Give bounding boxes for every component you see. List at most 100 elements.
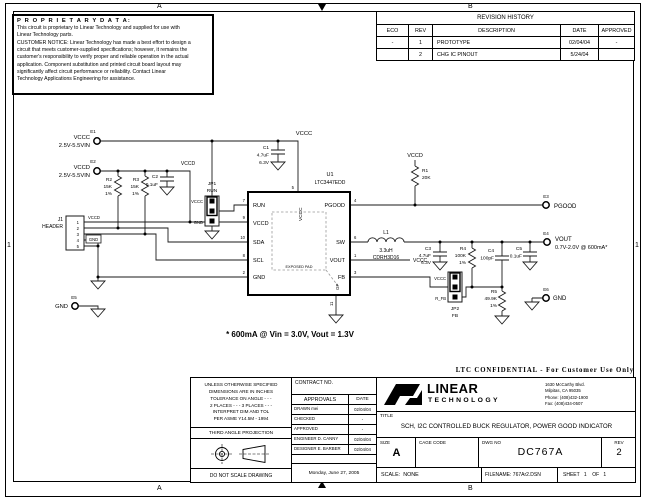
rev1-eco: - (377, 37, 409, 48)
c1-rating: 6.3V (259, 160, 270, 166)
u1-pin-num-3: 3 (354, 270, 357, 275)
net-label-vccd-rail: VCCD (181, 161, 196, 167)
capacitor-c1: C1 4.7uF 6.3V (257, 141, 286, 171)
u1-pin-fb: FB (338, 275, 345, 281)
net-label-vccc-vout: VCCC (413, 258, 428, 264)
tolerance-text: UNLESS OTHERWISE SPECIFIED DIMENSIONS AR… (204, 381, 278, 422)
zone-tick-top-icon (318, 4, 326, 11)
j1-pin1: 1 (77, 220, 80, 225)
ground-icon (524, 301, 540, 311)
e1-ref: E1 (90, 129, 96, 134)
approval-date-engineer: 02/04/04 (348, 434, 376, 444)
rev2-eco (377, 49, 409, 60)
third-angle-projection-icon (211, 443, 269, 464)
col-approved: APPROVED (599, 25, 635, 36)
rev-cell: REV 2 (601, 437, 635, 467)
projection-symbol-cell (191, 438, 291, 468)
e1-range: 2.5V-5.5VIN (59, 143, 90, 149)
ground-icon (90, 308, 106, 318)
c2-ref: C2 (152, 174, 158, 180)
e2-range: 2.5V-5.5VIN (59, 173, 90, 179)
c2-value: 0.1uF (146, 182, 158, 188)
r5-tol: 1% (490, 303, 498, 309)
approvals-header: APPROVALS (291, 394, 348, 404)
company-name: LINEAR (427, 381, 479, 396)
jp2-opt-top: VCCC (434, 276, 446, 281)
drawing-title: SCH, I2C CONTROLLED BUCK REGULATOR, POWE… (400, 423, 613, 430)
title-label: TITLE (380, 414, 394, 419)
e5-ref: E5 (71, 295, 77, 300)
approval-date-checked: - (348, 414, 376, 424)
e1-net: VCCC (74, 135, 90, 141)
c5-value: 0.1uF (510, 254, 522, 260)
ground-icon (204, 230, 220, 240)
ground-icon (432, 261, 448, 271)
u1-pin-num-6: 6 (354, 235, 357, 240)
u1-pin-num-11: 11 (329, 301, 334, 306)
u1-pin-num-7: 7 (243, 198, 246, 203)
role: APPROVED (294, 426, 318, 431)
c3-value: 4.7uF (419, 253, 431, 259)
revision-history-table: REVISION HISTORY ECO REV DESCRIPTION DAT… (376, 11, 635, 61)
u1-pin-num-10: 10 (240, 235, 245, 240)
rev-value: 2 (616, 447, 622, 458)
resistor-r1: VCCD R1 20K (407, 153, 431, 205)
ground-icon (270, 161, 286, 171)
r3-ref: R3 (133, 177, 139, 183)
ic-u1: EXPOSED PAD U1 LTC3447EDD RUN VCCD SDA S… (240, 172, 357, 324)
rev1-approved: - (599, 37, 635, 48)
proprietary-title: P R O P R I E T A R Y D A T A: (17, 18, 131, 24)
terminal-e6: E6 GND (524, 287, 567, 311)
approval-row-drawn: DRAWN mei (291, 404, 348, 414)
u1-pin-vccd: VCCD (253, 221, 269, 227)
schematic-note: * 600mA @ Vin = 3.0V, Vout = 1.3V (226, 330, 355, 339)
ground-icon (522, 261, 538, 271)
c4-value: 100pF (480, 256, 494, 262)
approval-row-designer: DESIGNER E. BARBER (291, 444, 348, 454)
r4-value: 100K (455, 253, 467, 259)
j1-pin2: 2 (77, 226, 80, 231)
u1-pin-scl: SCL (253, 258, 264, 264)
jp1-opt-bottom: GND (194, 220, 203, 225)
ground-icon (90, 280, 106, 290)
u1-pin-gp: GP (335, 283, 340, 290)
r1-ref: R1 (422, 168, 428, 174)
e5-net: GND (55, 304, 68, 310)
filename-label: FILENAME: (485, 472, 512, 478)
wire-j1-to-u1 (84, 221, 248, 281)
r3-tol: 1% (132, 191, 140, 197)
u1-pin-vout: VOUT (330, 258, 346, 264)
e4-range: 0.7V-2.0V @ 600mA* (555, 245, 608, 251)
confidential-banner: LTC CONFIDENTIAL - For Customer Use Only (455, 367, 634, 374)
role: DRAWN (294, 406, 311, 411)
resistor-r2: R2 15K 1% (103, 171, 123, 228)
c4-ref: C4 (488, 248, 494, 254)
e4-net: VOUT (555, 237, 572, 243)
r3-value: 15K (130, 184, 139, 190)
col-description: DESCRIPTION (433, 25, 561, 36)
u1-pin-run: RUN (253, 203, 265, 209)
rev2-desc: CHG IC PINOUT (433, 49, 561, 60)
proprietary-body: This circuit is proprietary to Linear Te… (17, 25, 191, 83)
inductor-l1: L1 3.3uH CDRH3D16 (367, 230, 405, 261)
dwg-no-value: DC767A (517, 446, 564, 458)
wire-gnd-e5 (78, 305, 99, 309)
filename-value: 767Ar2.DSN (512, 472, 541, 478)
r5-value: 49.9K (484, 296, 497, 302)
u1-pin-num-1: 1 (354, 253, 357, 258)
sheet-label: SHEET (563, 472, 580, 478)
terminal-e2: E2 VCCD 2.5V-5.5VIN (59, 159, 101, 179)
approval-date-designer: 02/04/04 (348, 444, 376, 454)
zone-right-1: 1 (635, 242, 639, 249)
approvals-spacer (291, 454, 376, 463)
r4-tol: 1% (459, 260, 467, 266)
col-rev: REV (409, 25, 433, 36)
j1-pin5: 5 (77, 244, 80, 249)
net-label-vccc-top: VCCC (296, 131, 312, 137)
zone-top-a: A (157, 3, 162, 10)
linear-technology-logo-icon (384, 384, 422, 405)
e2-net: VCCD (74, 165, 90, 171)
rev2-rev: 2 (409, 49, 433, 60)
company-name-2: TECHNOLOGY (428, 397, 500, 404)
